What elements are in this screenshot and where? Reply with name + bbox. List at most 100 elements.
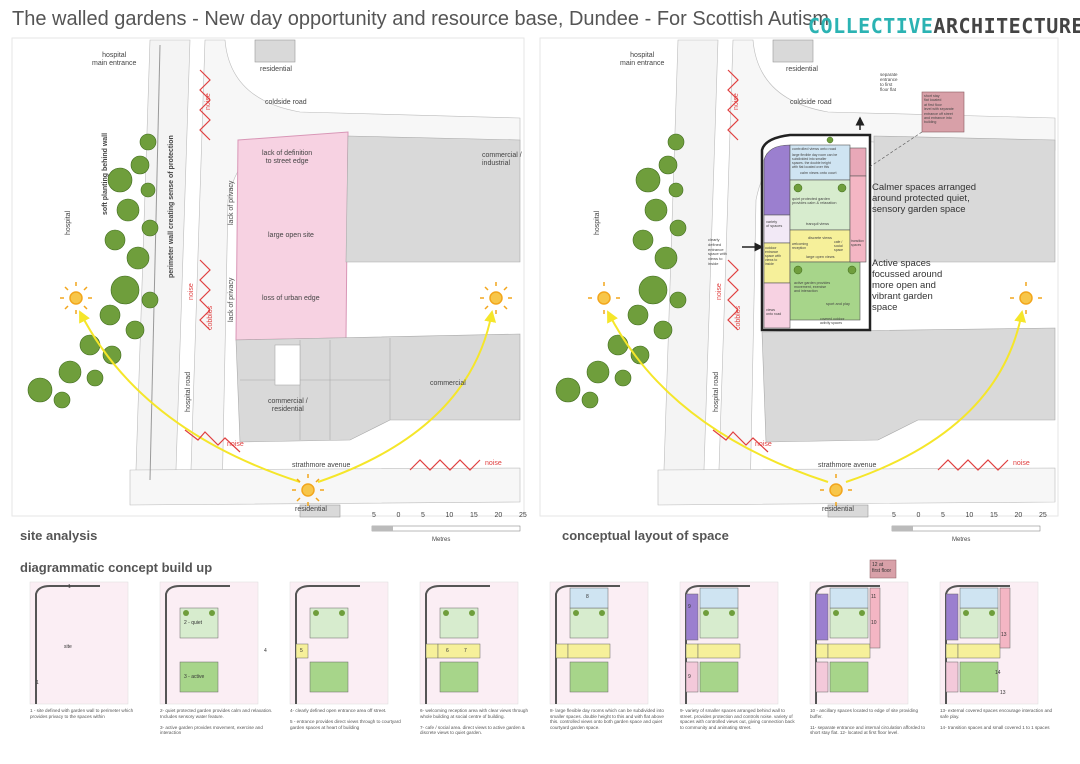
- label-strathmore-avenue: strathmore avenue: [292, 462, 351, 469]
- ancillary-pink-zone: [849, 175, 867, 263]
- label-hospital: hospital: [65, 210, 72, 235]
- site-analysis-plan: [11, 37, 525, 518]
- label-lack-privacy-1: lack of privacy: [228, 180, 235, 225]
- active-spaces-note: Active spaces focussed around more open …: [872, 258, 943, 313]
- residential-bottom-block: [827, 504, 869, 518]
- logo-part-1: COLLECTIVE: [808, 14, 934, 38]
- active-garden-block: [179, 661, 219, 693]
- commercial-industrial-block: [345, 135, 521, 263]
- tree-icon: [703, 610, 709, 616]
- label-noise: noise: [755, 441, 772, 448]
- calmer-spaces-note: Calmer spaces arranged around protected …: [872, 182, 977, 215]
- label-sport-play: sport and play: [826, 302, 850, 306]
- heading-conceptual-layout: conceptual layout of space: [562, 528, 729, 543]
- day-room-block: [829, 587, 869, 609]
- label-noise: noise: [1013, 460, 1030, 467]
- concept-step-caption: 6- welcoming reception area with clear v…: [420, 708, 529, 736]
- variety-spaces-top: [763, 214, 791, 244]
- day-room-block: [699, 587, 739, 609]
- perimeter-wall-line: [149, 44, 161, 481]
- label-residential-top: residential: [260, 66, 292, 73]
- label-cafe: cafe / social space: [834, 240, 844, 252]
- sun-icon: [60, 282, 92, 314]
- scale-tick-label: 5: [941, 512, 945, 519]
- concept-step-label: 13: [1000, 690, 1006, 696]
- tree-icon: [573, 610, 579, 616]
- tree-icon: [183, 610, 189, 616]
- variety-spaces-bottom: [763, 282, 791, 329]
- label-separate-entrance: separate entrance to first floor flat: [880, 72, 898, 92]
- concept-panels: [29, 559, 1039, 705]
- active-garden-block: [439, 661, 479, 693]
- active-garden-block: [699, 661, 739, 693]
- label-active-garden: active garden provides movement, exercis…: [794, 281, 831, 294]
- scale-tick-label: 0: [396, 512, 401, 519]
- sun-icon: [292, 474, 324, 506]
- active-garden-block: [959, 661, 999, 693]
- residential-bottom-block: [299, 504, 341, 518]
- label-coldside-road: coldside road: [790, 99, 832, 106]
- tree-icon: [859, 610, 865, 616]
- concept-step-label: 3 - active: [184, 674, 205, 680]
- scale-bar-right: [891, 525, 1041, 532]
- label-hospital-entrance: hospital main entrance: [620, 52, 665, 67]
- scale-tick-label: 20: [1014, 512, 1023, 519]
- concept-step-label: site: [64, 644, 72, 650]
- label-outdoor-entrance: outdoor entrance space with views to ins…: [765, 246, 782, 266]
- day-room-block: [569, 587, 609, 609]
- concept-step-label: 12 at first floor: [872, 562, 892, 574]
- scale-tick-label: 5: [421, 512, 425, 519]
- day-room-zone: [789, 144, 851, 181]
- label-views-onto-road: views onto road: [766, 308, 782, 317]
- entrance-block: [555, 643, 569, 659]
- label-large-open-site: large open site: [268, 232, 314, 239]
- entrance-block: [815, 643, 829, 659]
- concept-step-label: 9: [688, 674, 691, 680]
- heading-concept-build-up: diagrammatic concept build up: [20, 560, 213, 575]
- label-residential-bottom: residential: [295, 506, 327, 513]
- label-covered-spaces: covered outdoor activity spaces: [820, 317, 845, 325]
- label-hospital-road: hospital road: [185, 371, 192, 412]
- residential-top-block: [772, 39, 814, 63]
- concept-panel-bg: [29, 581, 129, 705]
- concept-step-label: 1: [68, 584, 71, 590]
- variety-spaces-block: [815, 661, 829, 693]
- label-lack-privacy-2: lack of privacy: [228, 277, 235, 322]
- concept-step-label: 8: [586, 594, 589, 600]
- strathmore-avenue-surface: [129, 467, 521, 506]
- entrance-block: [425, 643, 439, 659]
- scale-tick-label: 10: [445, 512, 454, 519]
- scale-unit-right: Metres: [952, 537, 971, 543]
- label-soft-planting: soft planting behind wall: [102, 132, 109, 215]
- concept-step-label: 11: [871, 594, 877, 600]
- scale-unit-left: Metres: [432, 537, 451, 543]
- sun-path-west: [317, 310, 497, 483]
- concept-step-label: 2 - quiet: [184, 620, 203, 626]
- label-tranquil-views: tranquil views: [806, 222, 830, 226]
- label-perimeter-wall: perimeter wall creating sense of protect…: [168, 135, 175, 278]
- scale-tick-label: 10: [965, 512, 974, 519]
- concept-step-label: 4: [264, 648, 267, 654]
- concept-step-label: 6: [446, 648, 449, 654]
- variety-spaces-block: [685, 661, 699, 693]
- logo-part-2: ARCHITECTURE: [933, 14, 1080, 38]
- label-residential-bottom: residential: [822, 506, 854, 513]
- reception-block: [827, 643, 871, 659]
- garden-wall: [35, 585, 100, 704]
- scale-tick-label: 15: [470, 512, 478, 519]
- scale-bar-left: [371, 525, 521, 532]
- ancillary-purple-block: [815, 593, 829, 641]
- tree-icon: [729, 610, 735, 616]
- ancillary-purple-block: [945, 593, 959, 641]
- garden-wall: [425, 585, 490, 704]
- noise-zigzag: [712, 69, 1009, 471]
- label-cobbles: cobbles: [207, 305, 214, 330]
- concept-step-label: 9: [688, 604, 691, 610]
- reception-block: [957, 643, 1001, 659]
- concept-step-label: 10: [871, 620, 877, 626]
- concept-step-caption: 10 - ancillary spaces located to edge of…: [810, 708, 926, 736]
- label-commercial-residential: commercial / residential: [268, 398, 308, 413]
- active-garden-block: [309, 661, 349, 693]
- ancillary-purple-zone: [763, 144, 791, 216]
